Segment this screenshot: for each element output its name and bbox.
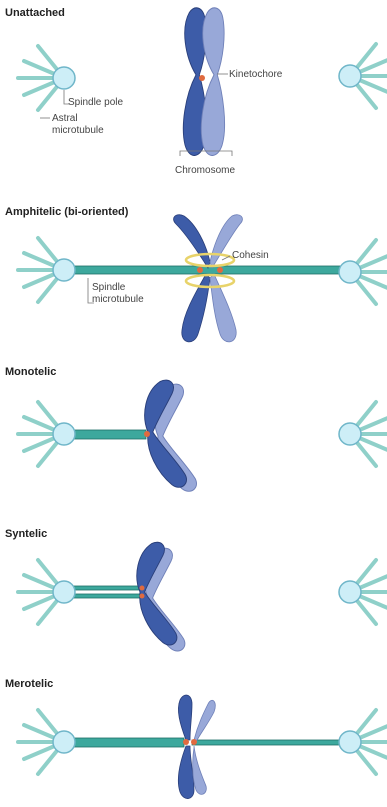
chromosome-label: Chromosome xyxy=(175,165,235,176)
spindle-microtubule xyxy=(64,594,142,598)
kinetochore-dot xyxy=(199,75,205,81)
panel-title: Unattached xyxy=(5,7,65,19)
chromosome xyxy=(183,8,224,156)
spindle-microtubule xyxy=(64,430,146,439)
cohesin-label: Cohesin xyxy=(232,250,269,261)
panel-syntelic: Syntelic xyxy=(5,528,387,651)
chromosome xyxy=(144,380,197,491)
panel-unattached: Unattached Kinetochore Spindle pole Astr… xyxy=(5,7,387,176)
kinetochore-label: Kinetochore xyxy=(229,69,283,80)
spindle-microtubule xyxy=(64,738,184,747)
panel-title: Merotelic xyxy=(5,678,53,690)
panel-merotelic: Merotelic xyxy=(5,678,387,799)
astral-microtubule-label-1: Astral xyxy=(52,113,78,124)
spindle-pole-right xyxy=(339,44,387,108)
panel-amphitelic: Amphitelic (bi-oriented) Cohesin Spindle… xyxy=(5,206,387,342)
spindle-pole-label: Spindle pole xyxy=(68,97,123,108)
spindle-pole-left xyxy=(18,46,75,110)
astral-microtubule-label-2: microtubule xyxy=(52,125,104,136)
panel-title: Monotelic xyxy=(5,366,56,378)
spindle-microtubule-label-2: microtubule xyxy=(92,294,144,305)
spindle-microtubule-label-1: Spindle xyxy=(92,282,126,293)
panel-title: Amphitelic (bi-oriented) xyxy=(5,206,129,218)
spindle-microtubule xyxy=(192,740,350,745)
panel-title: Syntelic xyxy=(5,528,47,540)
spindle-microtubule xyxy=(64,586,142,590)
chromosome xyxy=(137,542,185,651)
panel-monotelic: Monotelic xyxy=(5,366,387,491)
